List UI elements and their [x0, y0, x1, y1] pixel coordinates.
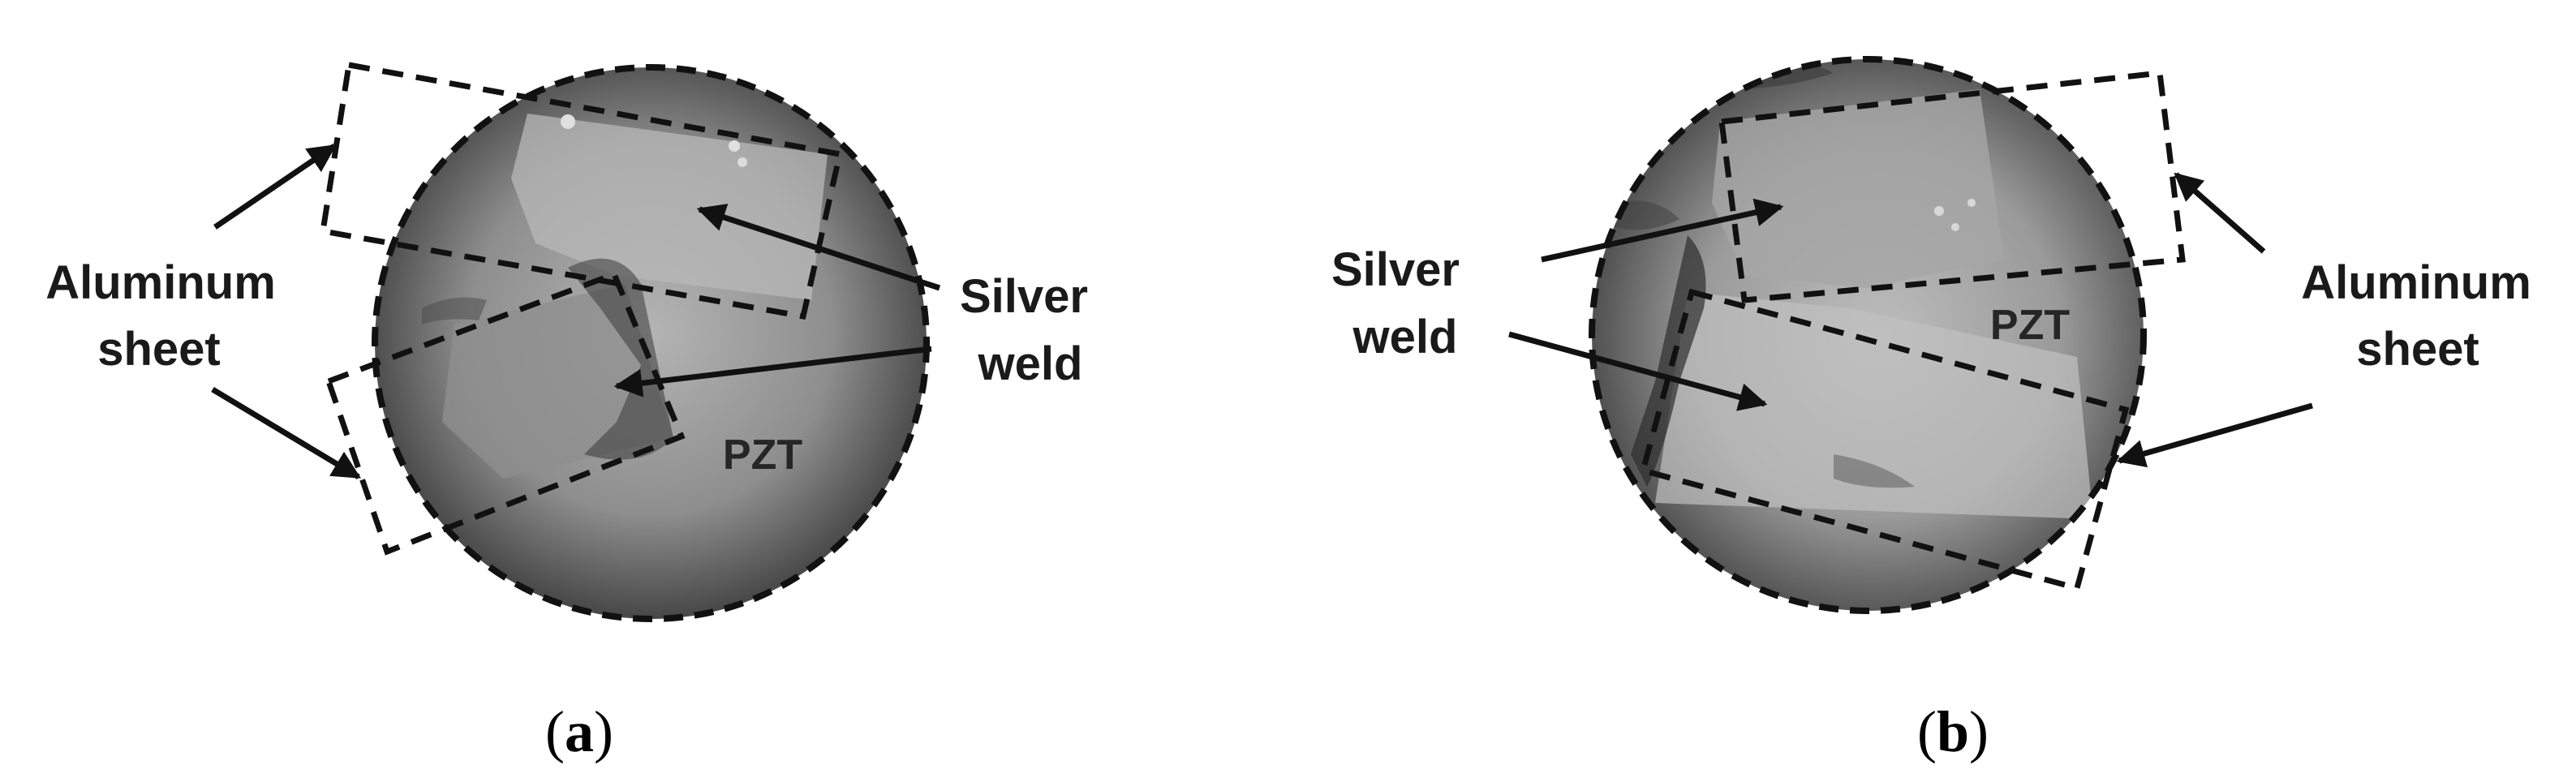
- aluminum-sheet-box-a-lower: [325, 270, 686, 556]
- label-silver-a-line2: weld: [978, 337, 1083, 390]
- label-aluminum-b-line1: Aluminum: [2301, 256, 2531, 309]
- pzt-outline-a: [372, 64, 930, 622]
- arrow-aluminum-a-upper: [213, 144, 337, 230]
- pzt-disc-a: [372, 64, 930, 622]
- aluminum-sheet-shape-a-upper: [511, 114, 828, 300]
- aluminum-sheet-shape-b-upper: [1712, 89, 2004, 288]
- caption-a-letter: a: [565, 699, 594, 764]
- arrow-silver-b-lower: [1508, 331, 1768, 411]
- caption-b: (b): [1917, 699, 1989, 764]
- arrow-aluminum-b-lower: [2116, 402, 2313, 468]
- caption-a-close: ): [594, 699, 613, 764]
- label-pzt-b: PZT: [1990, 302, 2070, 349]
- label-aluminum-a-line2: sheet: [97, 323, 221, 376]
- panel-a: Aluminum sheet Silver weld PZT (a): [45, 61, 1088, 764]
- arrow-aluminum-a-lower: [211, 386, 362, 480]
- label-silver-a-line1: Silver: [960, 270, 1088, 323]
- aluminum-sheet-shape-b-lower: [1655, 292, 2093, 519]
- label-silver-b-line1: Silver: [1331, 243, 1460, 296]
- caption-a: (a): [545, 699, 613, 764]
- label-aluminum-a-line1: Aluminum: [45, 256, 276, 309]
- label-pzt-a: PZT: [723, 432, 802, 479]
- caption-a-open: (: [545, 699, 565, 764]
- label-aluminum-b-line2: sheet: [2356, 323, 2479, 376]
- caption-b-letter: b: [1937, 699, 1969, 764]
- arrow-silver-a-upper: [696, 204, 941, 291]
- arrow-aluminum-b-upper: [2174, 172, 2266, 254]
- arrow-silver-a-lower: [613, 346, 932, 397]
- aluminum-sheet-box-b-upper: [1718, 70, 2186, 303]
- weld-residue-a: [568, 258, 673, 460]
- label-silver-b-line2: weld: [1353, 311, 1458, 363]
- aluminum-sheet-box-a-upper: [320, 61, 844, 320]
- panel-b: Silver weld Aluminum sheet PZT (b): [1331, 56, 2531, 764]
- pzt-outline-b: [1589, 56, 2147, 614]
- caption-b-close: ): [1969, 699, 1989, 764]
- caption-b-open: (: [1917, 699, 1937, 764]
- arrow-silver-b-upper: [1541, 198, 1784, 263]
